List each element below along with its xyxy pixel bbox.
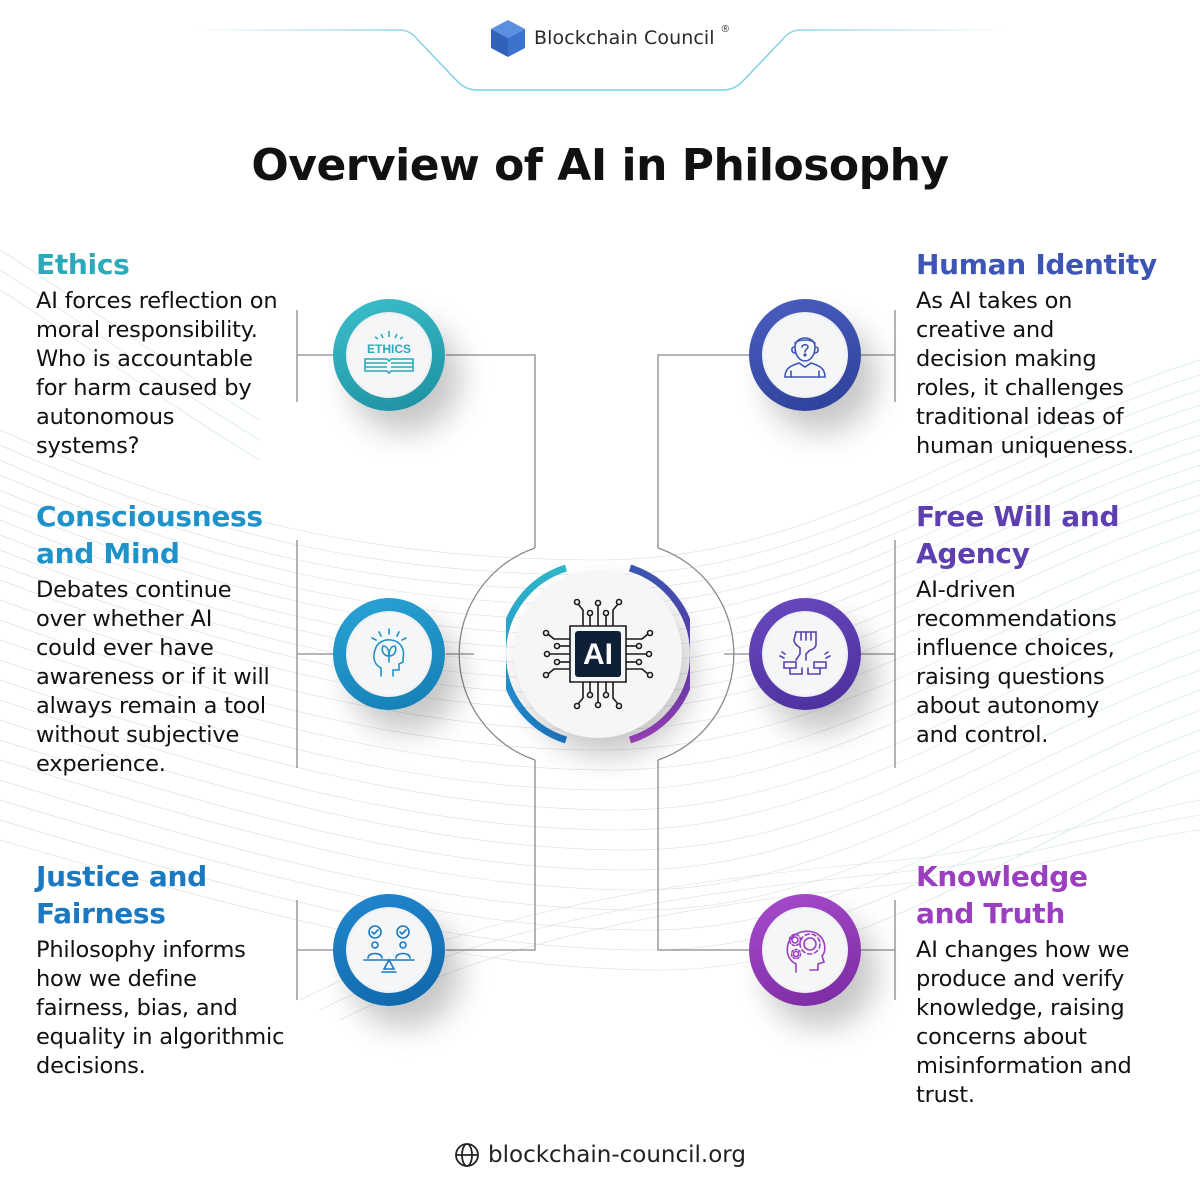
- person-question-icon: [784, 337, 826, 378]
- body-line: human uniqueness.: [916, 433, 1135, 459]
- footer: blockchain-council.org: [0, 1142, 1200, 1168]
- section-knowledge: Knowledge and Truth AI changes how we pr…: [916, 858, 1186, 1110]
- body-justice: Philosophy informs how we define fairnes…: [36, 936, 296, 1081]
- body-line: equality in algorithmic: [36, 1024, 285, 1050]
- body-line: fairness, bias, and: [36, 995, 238, 1021]
- footer-url[interactable]: blockchain-council.org: [488, 1142, 746, 1168]
- body-line: AI changes how we: [916, 937, 1130, 963]
- body-line: traditional ideas of: [916, 404, 1124, 430]
- ai-label: AI: [583, 638, 613, 671]
- mind-growth-icon: [371, 628, 407, 677]
- body-line: trust.: [916, 1082, 975, 1108]
- body-line: creative and: [916, 317, 1055, 343]
- section-human-identity: Human Identity As AI takes on creative a…: [916, 246, 1186, 461]
- body-line: without subjective: [36, 722, 240, 748]
- body-line: how we define: [36, 966, 197, 992]
- heading-line: and Truth: [916, 897, 1066, 930]
- body-line: systems?: [36, 433, 140, 459]
- body-line: misinformation and: [916, 1053, 1132, 1079]
- body-human-identity: As AI takes on creative and decision mak…: [916, 287, 1186, 461]
- brand-logo[interactable]: Blockchain Council ®: [488, 18, 729, 58]
- heading-free-will: Free Will and Agency: [916, 498, 1186, 572]
- body-line: decisions.: [36, 1053, 146, 1079]
- section-ethics: Ethics AI forces reflection on moral res…: [36, 246, 296, 461]
- center-progress-arcs: [506, 564, 690, 744]
- node-justice-inner: [346, 907, 432, 993]
- heading-knowledge: Knowledge and Truth: [916, 858, 1186, 932]
- body-line: raising questions: [916, 664, 1105, 690]
- body-line: produce and verify: [916, 966, 1125, 992]
- page-title: Overview of AI in Philosophy: [251, 140, 949, 191]
- cube-icon: [491, 20, 525, 57]
- heading-line: Free Will and: [916, 500, 1120, 533]
- body-line: AI-driven: [916, 577, 1016, 603]
- heading-consciousness: Consciousness and Mind: [36, 498, 296, 572]
- body-line: decision making: [916, 346, 1097, 372]
- node-consciousness-inner: [346, 611, 432, 697]
- node-ethics[interactable]: ETHICS: [333, 299, 445, 411]
- brand-name: Blockchain Council: [534, 27, 715, 49]
- body-line: over whether AI: [36, 606, 213, 632]
- body-line: about autonomy: [916, 693, 1100, 719]
- body-line: As AI takes on: [916, 288, 1073, 314]
- body-line: always remain a tool: [36, 693, 266, 719]
- body-line: moral responsibility.: [36, 317, 258, 343]
- heading-line: Knowledge: [916, 860, 1088, 893]
- node-justice[interactable]: [333, 894, 445, 1006]
- registered-mark: ®: [721, 23, 730, 35]
- heading-line: Fairness: [36, 897, 166, 930]
- node-knowledge-inner: [762, 907, 848, 993]
- fist-broken-chain-icon: [779, 631, 831, 675]
- node-knowledge[interactable]: [749, 894, 861, 1006]
- heading-ethics: Ethics: [36, 248, 130, 281]
- body-consciousness: Debates continue over whether AI could e…: [36, 576, 296, 779]
- node-consciousness[interactable]: [333, 598, 445, 710]
- heading-justice: Justice and Fairness: [36, 858, 296, 932]
- node-human-identity[interactable]: [749, 299, 861, 411]
- body-free-will: AI-driven recommendations influence choi…: [916, 576, 1186, 750]
- body-line: autonomous: [36, 404, 175, 430]
- node-human-identity-inner: [762, 312, 848, 398]
- body-line: experience.: [36, 751, 166, 777]
- body-line: knowledge, raising: [916, 995, 1125, 1021]
- heading-human-identity: Human Identity: [916, 248, 1157, 281]
- heading-line: Consciousness: [36, 500, 263, 533]
- section-consciousness: Consciousness and Mind Debates continue …: [36, 498, 296, 779]
- body-line: concerns about: [916, 1024, 1087, 1050]
- body-line: recommendations: [916, 606, 1117, 632]
- svg-text:ETHICS: ETHICS: [367, 342, 411, 356]
- node-ethics-inner: ETHICS: [346, 312, 432, 398]
- heading-line: Justice and: [36, 860, 207, 893]
- heading-line: and Mind: [36, 537, 180, 570]
- heading-line: Agency: [916, 537, 1030, 570]
- section-free-will: Free Will and Agency AI-driven recommend…: [916, 498, 1186, 750]
- body-line: AI forces reflection on: [36, 288, 278, 314]
- body-line: and control.: [916, 722, 1049, 748]
- center-ai-hub[interactable]: AI: [506, 562, 690, 746]
- body-line: awareness or if it will: [36, 664, 270, 690]
- body-line: roles, it challenges: [916, 375, 1124, 401]
- node-free-will[interactable]: [749, 598, 861, 710]
- body-line: influence choices,: [916, 635, 1115, 661]
- body-ethics: AI forces reflection on moral responsibi…: [36, 287, 296, 461]
- body-line: Debates continue: [36, 577, 232, 603]
- section-justice: Justice and Fairness Philosophy informs …: [36, 858, 296, 1081]
- globe-icon: [455, 1143, 479, 1167]
- body-line: Philosophy informs: [36, 937, 246, 963]
- balance-scale-people-icon: [363, 925, 415, 973]
- body-line: could ever have: [36, 635, 214, 661]
- head-gears-icon: [786, 930, 826, 973]
- header: Blockchain Council ®: [0, 0, 1200, 100]
- ai-chip-icon: AI: [542, 598, 654, 710]
- ethics-book-icon: ETHICS: [364, 331, 414, 375]
- node-free-will-inner: [762, 611, 848, 697]
- body-knowledge: AI changes how we produce and verify kno…: [916, 936, 1186, 1110]
- body-line: for harm caused by: [36, 375, 252, 401]
- body-line: Who is accountable: [36, 346, 253, 372]
